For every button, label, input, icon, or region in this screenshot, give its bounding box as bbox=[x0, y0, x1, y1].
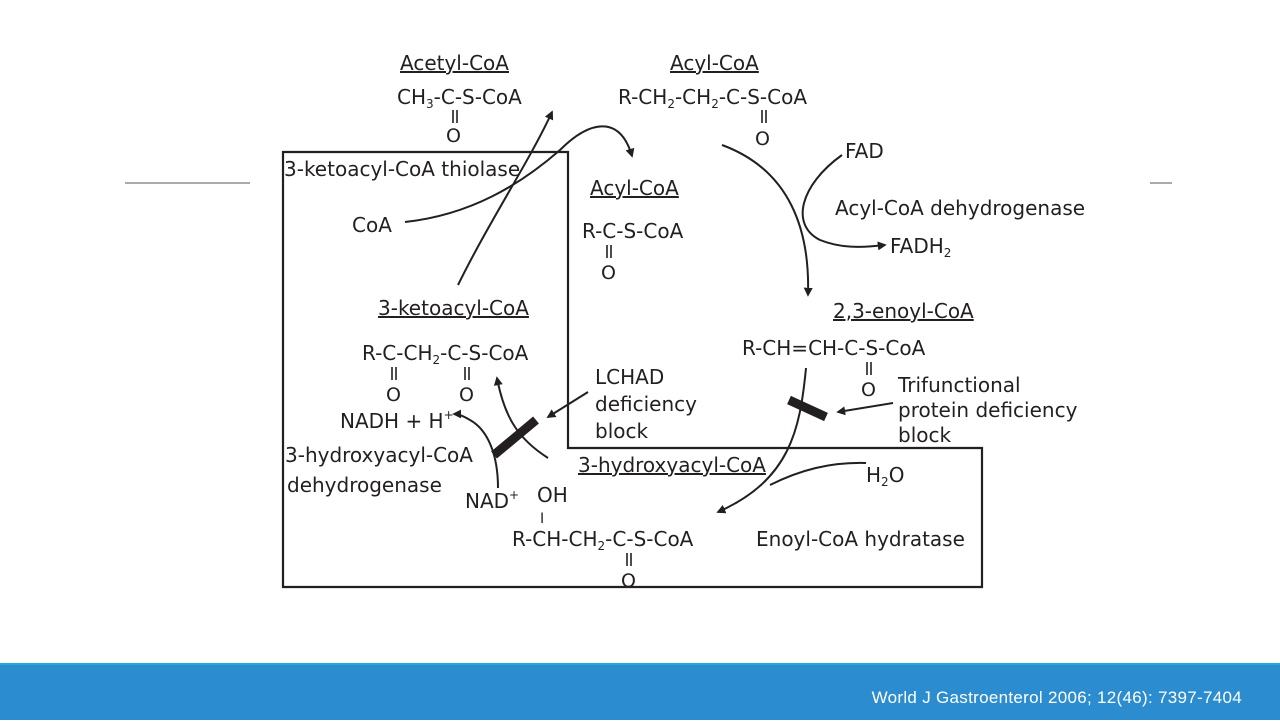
ketoacyl-oxygen-1: O bbox=[386, 384, 401, 406]
fad-to-fadh2-arrow bbox=[801, 154, 887, 251]
hydroxyacyl-oh: OH bbox=[537, 483, 568, 507]
lchad-label-line1: LCHAD bbox=[595, 365, 664, 389]
acyl-coa-top-oxygen: O bbox=[755, 128, 770, 150]
fadh2-label: FADH2 bbox=[890, 234, 951, 260]
lchad-pointer-arrow bbox=[546, 391, 589, 418]
hydroxyacyl-single-bond: I bbox=[540, 511, 544, 527]
lchad-block-bar bbox=[491, 416, 539, 459]
enoyl-coa-formula: R-CH=CH-C-S-CoA bbox=[742, 336, 926, 360]
hydroxyacyl-dehydrogenase-line1: 3-hydroxyacyl-CoA bbox=[285, 443, 473, 467]
thiolase-label: 3-ketoacyl-CoA thiolase bbox=[284, 157, 520, 181]
nadh-label: NADH + H+ bbox=[340, 408, 454, 433]
acetyl-coa-oxygen: O bbox=[446, 125, 461, 147]
acetyl-coa-title: Acetyl-CoA bbox=[400, 51, 509, 75]
tfp-pointer-arrow bbox=[836, 402, 894, 416]
acyl-coa-short-formula: R-C-S-CoA bbox=[582, 219, 684, 243]
acyl-coa-dehydrogenase-label: Acyl-CoA dehydrogenase bbox=[835, 196, 1085, 220]
coa-to-acyl-arrow bbox=[404, 125, 635, 223]
nad-label: NAD+ bbox=[465, 488, 519, 513]
enoyl-coa-hydratase-label: Enoyl-CoA hydratase bbox=[756, 527, 965, 551]
ketoacyl-coa-title: 3-ketoacyl-CoA bbox=[378, 296, 529, 320]
tfp-label-line1: Trifunctional bbox=[897, 373, 1021, 397]
oxidation-arrow bbox=[493, 376, 549, 459]
lchad-label-line3: block bbox=[595, 419, 648, 443]
citation-text: World J Gastroenterol 2006; 12(46): 7397… bbox=[871, 688, 1242, 707]
ketoacyl-coa-formula: R-C-CH2-C-S-CoA bbox=[362, 341, 529, 367]
h2o-arrow bbox=[769, 461, 867, 486]
hydration-arrow bbox=[716, 367, 807, 514]
tfp-block-bar bbox=[787, 395, 828, 422]
hydroxyacyl-dehydrogenase-line2: dehydrogenase bbox=[287, 473, 442, 497]
footer-bar bbox=[0, 665, 1280, 720]
dehydrogenation-arrow bbox=[721, 144, 813, 297]
tfp-label-line3: block bbox=[898, 423, 951, 447]
hydroxyacyl-oxygen: O bbox=[621, 570, 636, 592]
acyl-coa-short-oxygen: O bbox=[601, 262, 616, 284]
enoyl-coa-title: 2,3-enoyl-CoA bbox=[833, 299, 974, 323]
acyl-coa-short-title: Acyl-CoA bbox=[590, 176, 679, 200]
pathway-box bbox=[281, 150, 984, 589]
tfp-label-line2: protein deficiency bbox=[898, 398, 1078, 422]
hydroxyacyl-coa-title: 3-hydroxyacyl-CoA bbox=[578, 453, 766, 477]
hydroxyacyl-coa-formula: R-CH-CH2-C-S-CoA bbox=[512, 527, 694, 553]
enoyl-coa-oxygen: O bbox=[861, 379, 876, 401]
lchad-label-line2: deficiency bbox=[595, 392, 697, 416]
nad-to-nadh-arrow bbox=[452, 409, 499, 489]
thiolysis-arrow bbox=[457, 110, 554, 286]
fad-label: FAD bbox=[845, 139, 884, 163]
h2o-label: H2O bbox=[866, 463, 904, 489]
acyl-coa-top-formula: R-CH2-CH2-C-S-CoA bbox=[618, 85, 807, 111]
acyl-coa-top-title: Acyl-CoA bbox=[670, 51, 759, 75]
coa-label: CoA bbox=[352, 213, 392, 237]
ketoacyl-oxygen-2: O bbox=[459, 384, 474, 406]
acetyl-coa-formula: CH3-C-S-CoA bbox=[397, 85, 522, 111]
